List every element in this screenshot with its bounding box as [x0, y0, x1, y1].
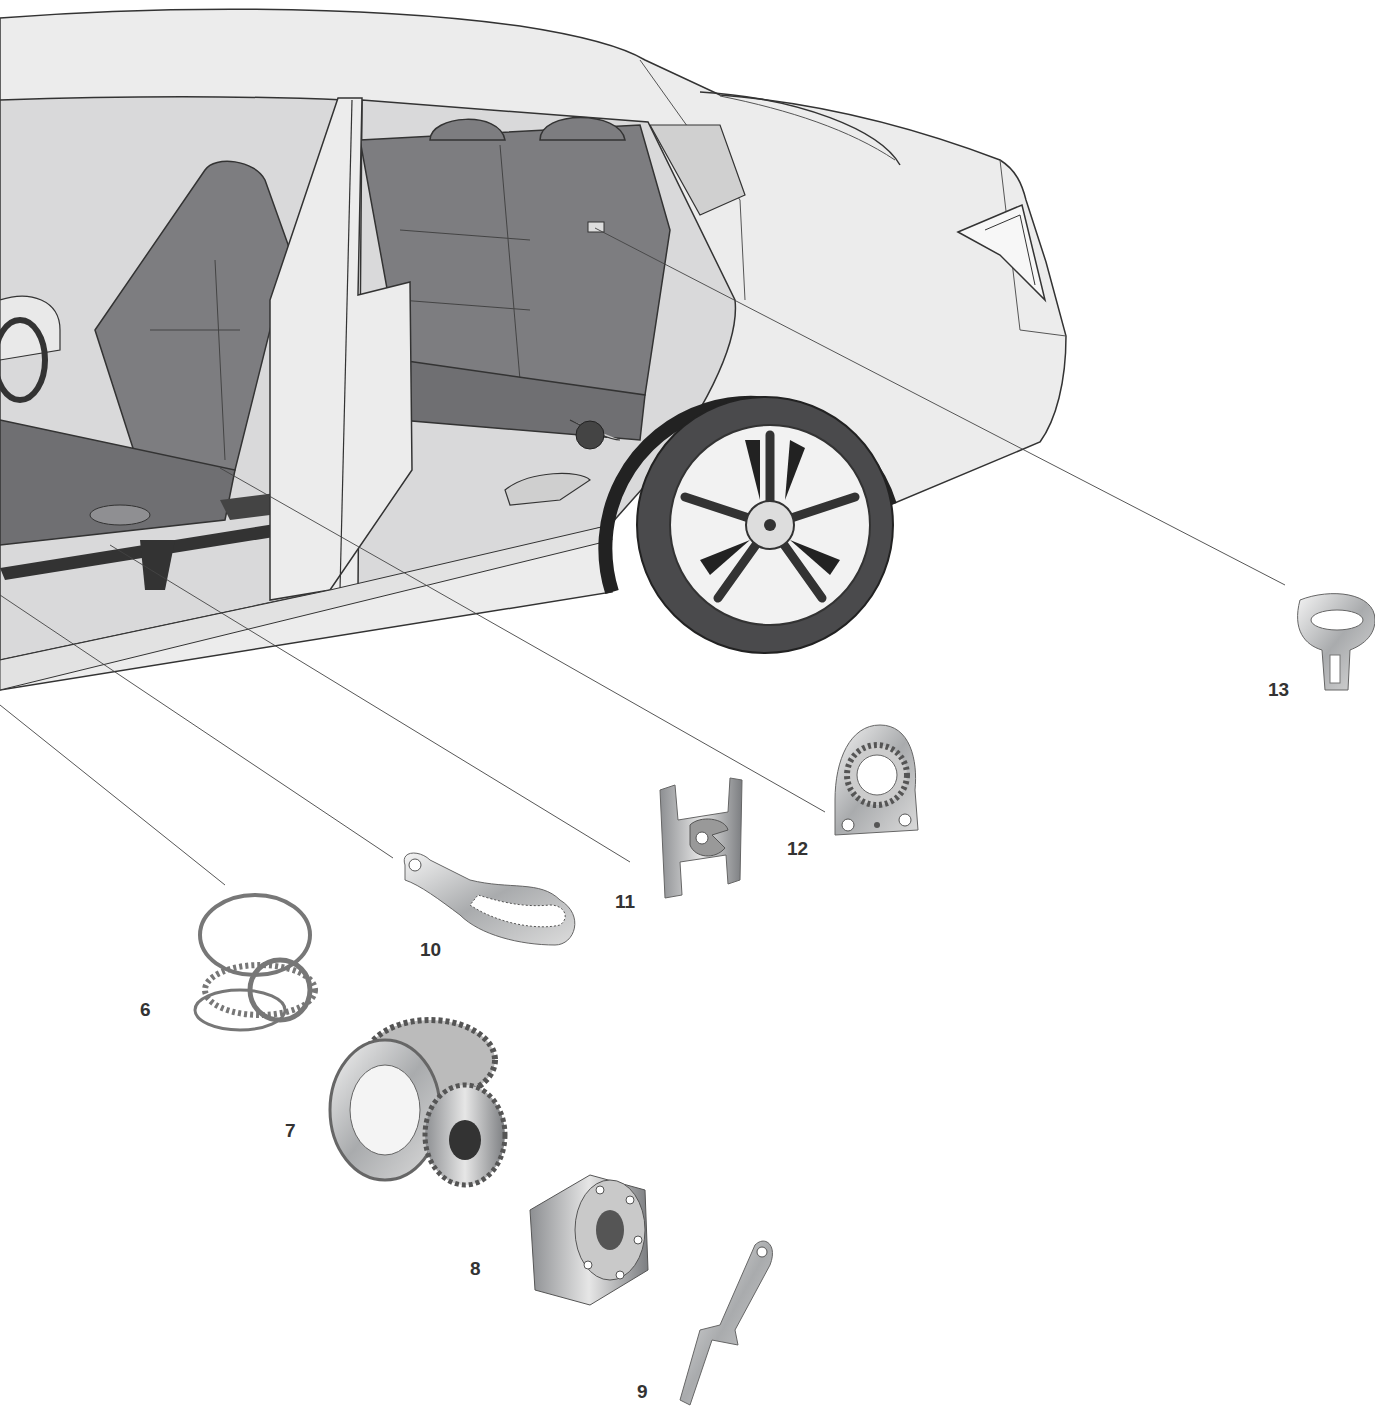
callout-number: 7: [285, 1121, 296, 1140]
callout-number: 12: [787, 839, 808, 858]
callout-number: 11: [615, 892, 635, 911]
callout-number: 9: [637, 1382, 648, 1401]
part-12: [835, 725, 918, 835]
callout-number: 8: [470, 1259, 481, 1278]
part-11: [660, 778, 742, 898]
part-8: [530, 1175, 648, 1305]
callout-number: 10: [420, 940, 441, 959]
callout-number: 13: [1268, 680, 1289, 699]
part-7: [330, 1020, 505, 1185]
part-13: [1298, 594, 1375, 690]
callout-number: 6: [140, 1000, 151, 1019]
part-9: [680, 1241, 772, 1405]
part-6: [195, 895, 315, 1030]
part-10: [404, 853, 575, 945]
